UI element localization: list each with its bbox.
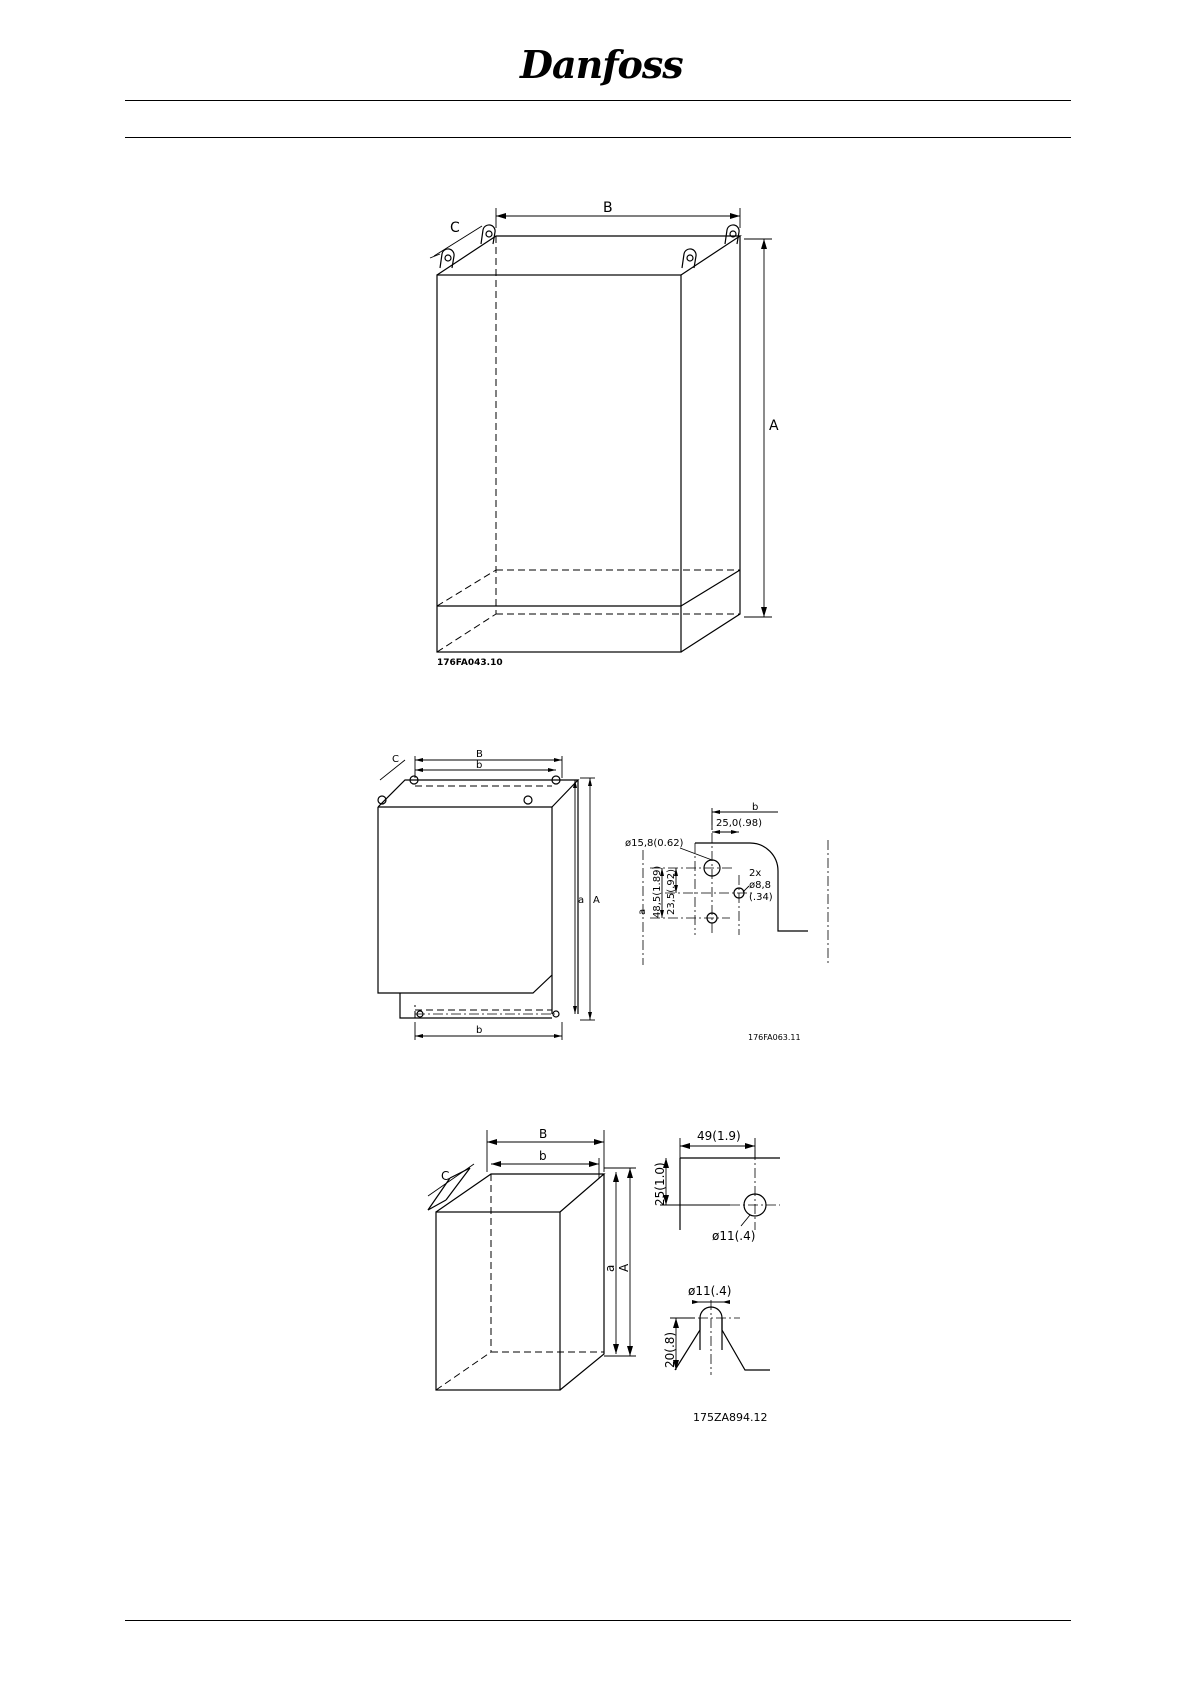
- fig1-front-face: [437, 275, 681, 652]
- fig2-detail-a: a: [637, 909, 648, 915]
- figure-2-enclosure: B b C a A b: [378, 749, 828, 1042]
- fig2-dim-48: 48,5(1.89): [652, 866, 663, 918]
- fig3-dim-A: A: [617, 1263, 631, 1272]
- fig1-drawing-code: 176FA043.10: [437, 658, 503, 668]
- fig3-dim-b: b: [539, 1149, 547, 1163]
- fig1-right-side: [681, 236, 740, 652]
- fig2-dim-2x: 2x: [749, 868, 761, 879]
- fig1-dim-C: C: [450, 220, 460, 236]
- fig2-dim-b-bottom: b: [476, 1025, 482, 1036]
- fig3-front-face: [436, 1212, 560, 1390]
- figure-1-enclosure: B C A 176FA043.10: [430, 200, 779, 668]
- fig3-drawing-code: 175ZA894.12: [693, 1411, 768, 1424]
- fig2-mounting-detail: b 25,0(.98) ø15,8(0.62) 48,5(1.89) 23,5(…: [625, 802, 828, 965]
- fig2-dim-hole-small: ø8,8: [749, 880, 771, 891]
- fig3-dim-C: C: [441, 1169, 449, 1183]
- fig2-detail-b: b: [752, 802, 758, 813]
- fig1-mounting-lugs: [440, 225, 739, 268]
- fig2-dim-A: A: [593, 895, 600, 906]
- fig3-lug-detail-bottom: ø11(.4) 20(.8): [663, 1284, 770, 1375]
- fig1-dim-B: B: [603, 200, 613, 216]
- fig2-dim-hole-small-in: (.34): [749, 892, 773, 903]
- fig1-top-face: [437, 236, 740, 275]
- fig2-drawing-code: 176FA063.11: [748, 1033, 801, 1042]
- fig3-dim-B: B: [539, 1127, 547, 1141]
- fig3-dim-hole-slot: ø11(.4): [688, 1284, 731, 1298]
- fig2-dim-hole-large: ø15,8(0.62): [625, 838, 684, 849]
- fig2-dim-b-top: b: [476, 760, 482, 771]
- fig1-dim-A: A: [769, 418, 779, 434]
- fig2-dim-B: B: [476, 749, 483, 760]
- fig3-dim-a: a: [603, 1265, 617, 1272]
- fig3-lug-detail-top: 49(1.9) 25(1.0) ø11(.4): [653, 1129, 780, 1243]
- fig2-dim-25: 25,0(.98): [716, 818, 762, 829]
- fig2-dim-C: C: [392, 754, 399, 765]
- fig3-dim-20: 20(.8): [663, 1332, 677, 1368]
- fig2-front-face: [378, 807, 552, 993]
- figure-3-enclosure: B b C a A 49(1.9): [428, 1127, 780, 1424]
- fig2-dim-23: 23,5(.92): [666, 869, 677, 915]
- fig2-dim-a: a: [578, 895, 584, 906]
- fig3-dim-hole-top: ø11(.4): [712, 1229, 755, 1243]
- fig3-dim-25: 25(1.0): [653, 1162, 667, 1206]
- fig3-dim-49: 49(1.9): [697, 1129, 741, 1143]
